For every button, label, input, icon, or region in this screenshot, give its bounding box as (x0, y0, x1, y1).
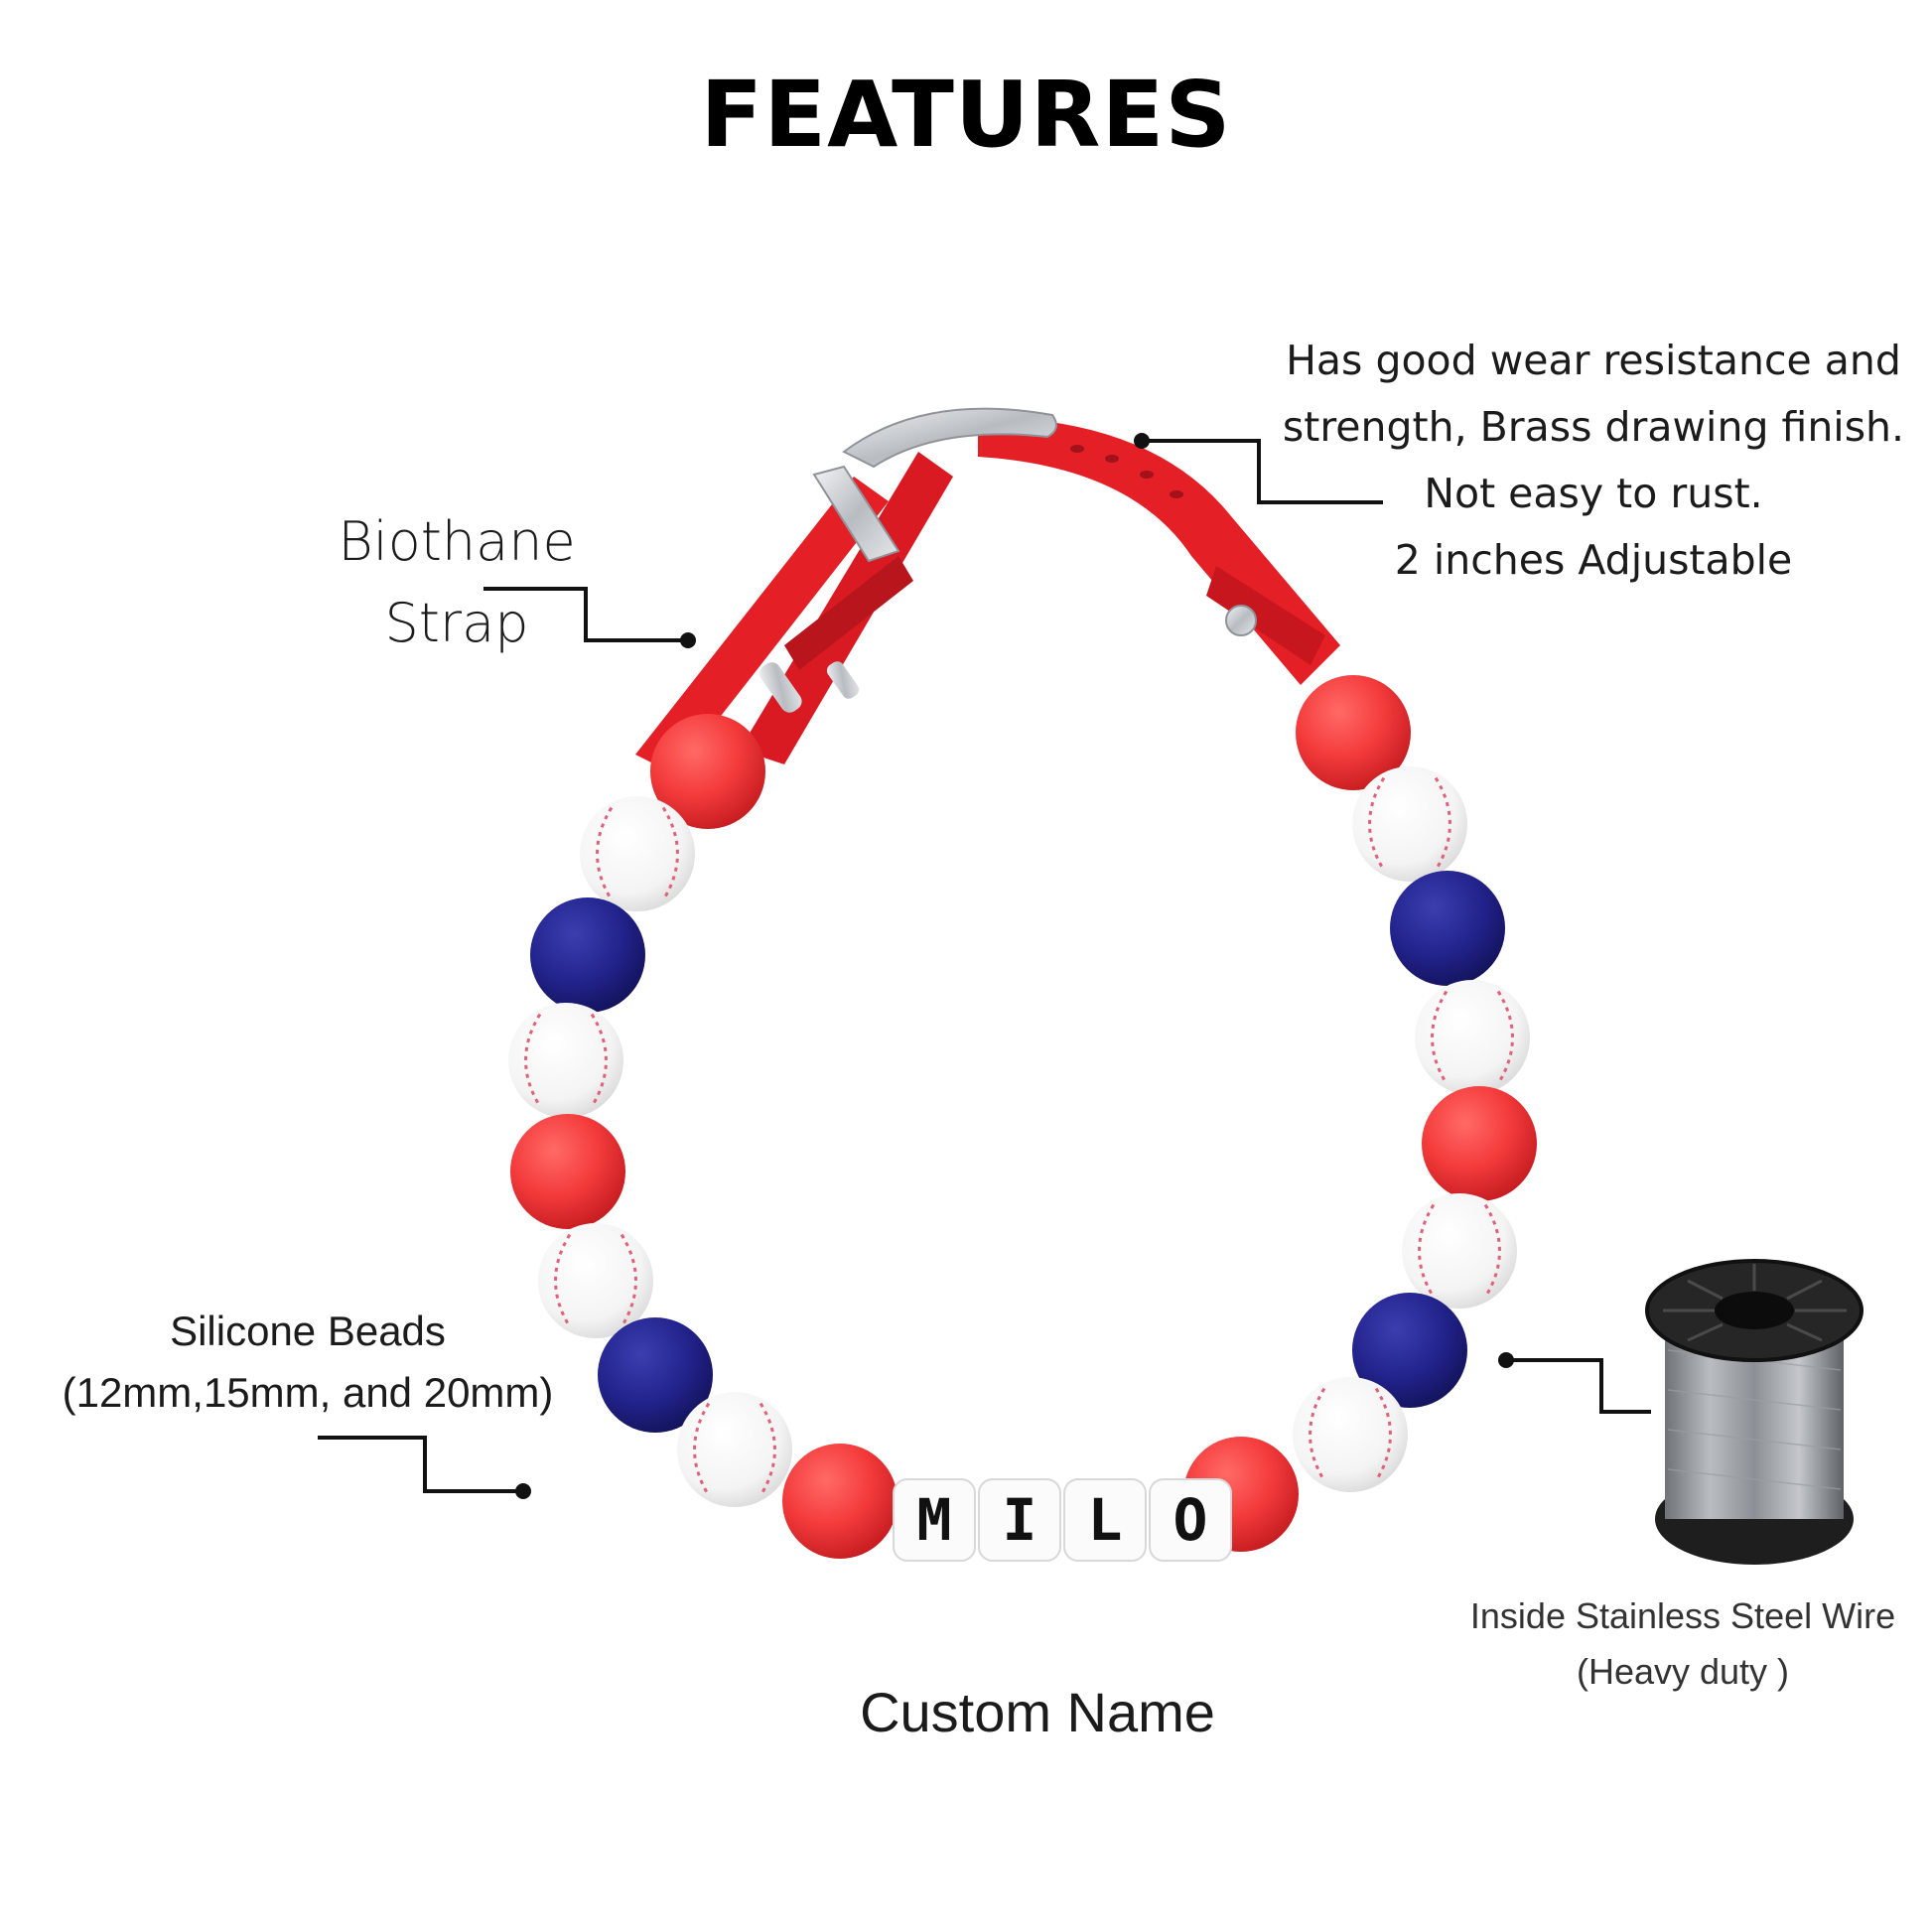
beads-callout-line (318, 1436, 523, 1493)
letter-bead-text: L (1088, 1486, 1123, 1554)
buckle-callout-dot (1134, 433, 1150, 449)
baseball-bead (580, 796, 695, 911)
beads-label-line-1: Silicone Beads (170, 1308, 446, 1354)
strap-left-keeper (784, 556, 913, 670)
bead-stitch (1374, 1387, 1392, 1482)
spool-hub (1715, 1292, 1794, 1329)
baseball-bead (677, 1392, 792, 1507)
bead-stitch (1418, 1203, 1436, 1299)
strap-left-band (635, 477, 889, 774)
letter-bead (1149, 1478, 1232, 1562)
bead-chain (508, 675, 1537, 1559)
bead-stitch (1483, 1203, 1501, 1299)
beads-label-line-2: (12mm,15mm, and 20mm) (62, 1369, 554, 1416)
red-bead (510, 1114, 625, 1229)
bead-stitch (1434, 776, 1451, 872)
navy-bead (1352, 1293, 1467, 1408)
callout-lines (318, 433, 1651, 1499)
strap-callout-dot (680, 632, 696, 648)
d-ring (842, 407, 1057, 469)
navy-bead (1390, 871, 1505, 986)
baseball-bead (538, 1223, 653, 1338)
buckle-label-line-3: Not easy to rust. (1424, 470, 1763, 517)
baseball-bead (1293, 1377, 1408, 1492)
buckle (759, 407, 1057, 713)
letter-bead-text: I (1003, 1486, 1037, 1554)
baseball-bead (508, 1003, 623, 1118)
bead-stitch (661, 806, 679, 901)
buckle-label-line-1: Has good wear resistance and (1286, 337, 1901, 384)
buckle-frame (812, 465, 900, 563)
bead-stitch (590, 1013, 608, 1108)
wire-label-line-1: Inside Stainless Steel Wire (1469, 1595, 1896, 1636)
bead-stitch (596, 806, 614, 901)
strap-callout-line (483, 587, 688, 642)
strap-callout-label: Biothane Strap (223, 501, 690, 664)
bead-stitch (759, 1402, 776, 1497)
buckle-loop (759, 662, 802, 713)
strap-label-line-2: Strap (384, 592, 529, 654)
bead-stitch (1431, 990, 1449, 1085)
bead-stitch (1368, 776, 1386, 872)
page-title: FEATURES (700, 62, 1232, 168)
bead-stitch (554, 1233, 572, 1328)
red-bead (1296, 675, 1411, 790)
red-bead (782, 1444, 897, 1559)
biothane-strap (635, 417, 1340, 774)
strap-holes (1070, 445, 1183, 498)
buckle-label-line-4: 2 inches Adjustable (1394, 536, 1793, 584)
letter-bead (1063, 1478, 1147, 1562)
red-bead (650, 714, 765, 829)
bead-stitch (1309, 1387, 1326, 1482)
steel-wire-spool (1645, 1259, 1863, 1565)
custom-name-label: Custom Name (860, 1681, 1215, 1743)
wire-callout-label: Inside Stainless Steel Wire (Heavy duty … (1445, 1588, 1921, 1700)
letter-bead-text: M (917, 1486, 952, 1554)
red-bead (1422, 1086, 1537, 1201)
strap-label-line-1: Biothane (338, 510, 576, 573)
bead-stitch (620, 1233, 637, 1328)
wire-callout-dot (1498, 1352, 1514, 1368)
letter-bead-text: O (1173, 1486, 1208, 1554)
buckle-label-line-2: strength, Brass drawing finish. (1282, 403, 1905, 451)
baseball-bead (1402, 1193, 1517, 1309)
navy-bead (530, 897, 645, 1013)
strap-right-tail (1206, 566, 1325, 665)
wire-callout-line (1506, 1358, 1651, 1414)
letter-bead (978, 1478, 1061, 1562)
baseball-bead (1415, 980, 1530, 1095)
buckle-callout-line (1142, 439, 1383, 504)
beads-callout-label: Silicone Beads (12mm,15mm, and 20mm) (30, 1301, 586, 1424)
bead-stitch (1496, 990, 1514, 1085)
rivet (1225, 605, 1257, 636)
buckle-slider (826, 661, 860, 699)
buckle-callout-label: Has good wear resistance and strength, B… (1276, 328, 1911, 594)
letter-bead (893, 1478, 976, 1562)
bead-stitch (524, 1013, 542, 1108)
bead-stitch (693, 1402, 711, 1497)
beads-callout-dot (515, 1483, 531, 1499)
navy-bead (598, 1317, 713, 1433)
wire-label-line-2: (Heavy duty ) (1576, 1651, 1790, 1692)
baseball-bead (1352, 766, 1467, 882)
